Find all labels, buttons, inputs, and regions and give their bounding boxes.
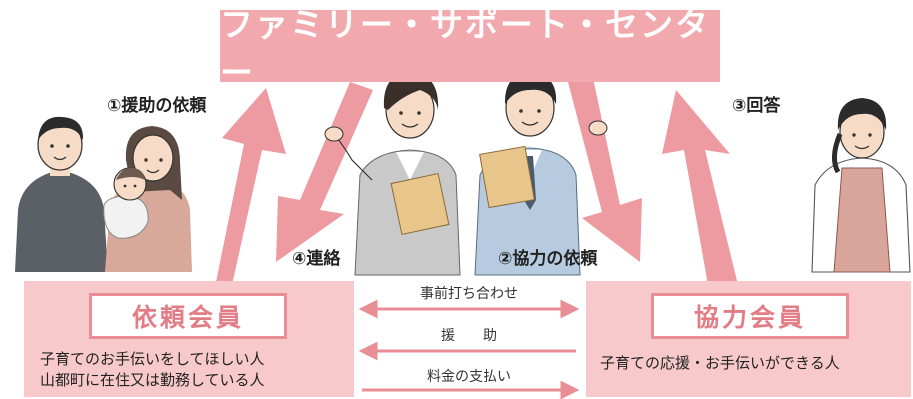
- requester-box: 依頼会員 子育てのお手伝いをしてほしい人 山都町に在住又は勤務している人: [24, 281, 354, 397]
- helper-box: 協力会員 子育ての応援・お手伝いができる人: [586, 281, 911, 397]
- step-cooperation-label: ②協力の依頼: [498, 249, 598, 269]
- step-request-label: ①援助の依頼: [107, 96, 207, 116]
- step-contact-label: ④連絡: [292, 249, 341, 269]
- helper-desc: 子育ての応援・お手伝いができる人: [600, 354, 840, 372]
- title: ファミリー・サポート・センター: [220, 5, 710, 92]
- flow-assistance-label: 援 助: [441, 328, 497, 344]
- arrow-reply: [662, 90, 738, 285]
- helper-label-box: 協力会員: [651, 293, 849, 339]
- flow-payment-label: 料金の支払い: [427, 369, 511, 385]
- requester-label-box: 依頼会員: [89, 293, 287, 339]
- mother-illustration: [103, 126, 192, 272]
- title-banner: ファミリー・サポート・センター: [220, 5, 720, 92]
- arrow-contact: [276, 82, 373, 262]
- step-reply-label: ③回答: [732, 96, 781, 116]
- requester-label: 依頼会員: [131, 303, 244, 332]
- flow-arrows: [358, 299, 580, 399]
- helper-label: 協力会員: [693, 303, 806, 332]
- requester-desc-line2: 山都町に在住又は勤務している人: [40, 371, 265, 389]
- helper-woman-illustration: [811, 98, 911, 273]
- flow-meeting-label: 事前打ち合わせ: [420, 286, 518, 302]
- arrow-cooperation: [568, 78, 642, 262]
- arrow-request: [193, 88, 286, 285]
- staff-woman-illustration: [324, 72, 461, 276]
- father-illustration: [15, 116, 108, 272]
- requester-desc-line1: 子育てのお手伝いをしてほしい人: [40, 350, 265, 368]
